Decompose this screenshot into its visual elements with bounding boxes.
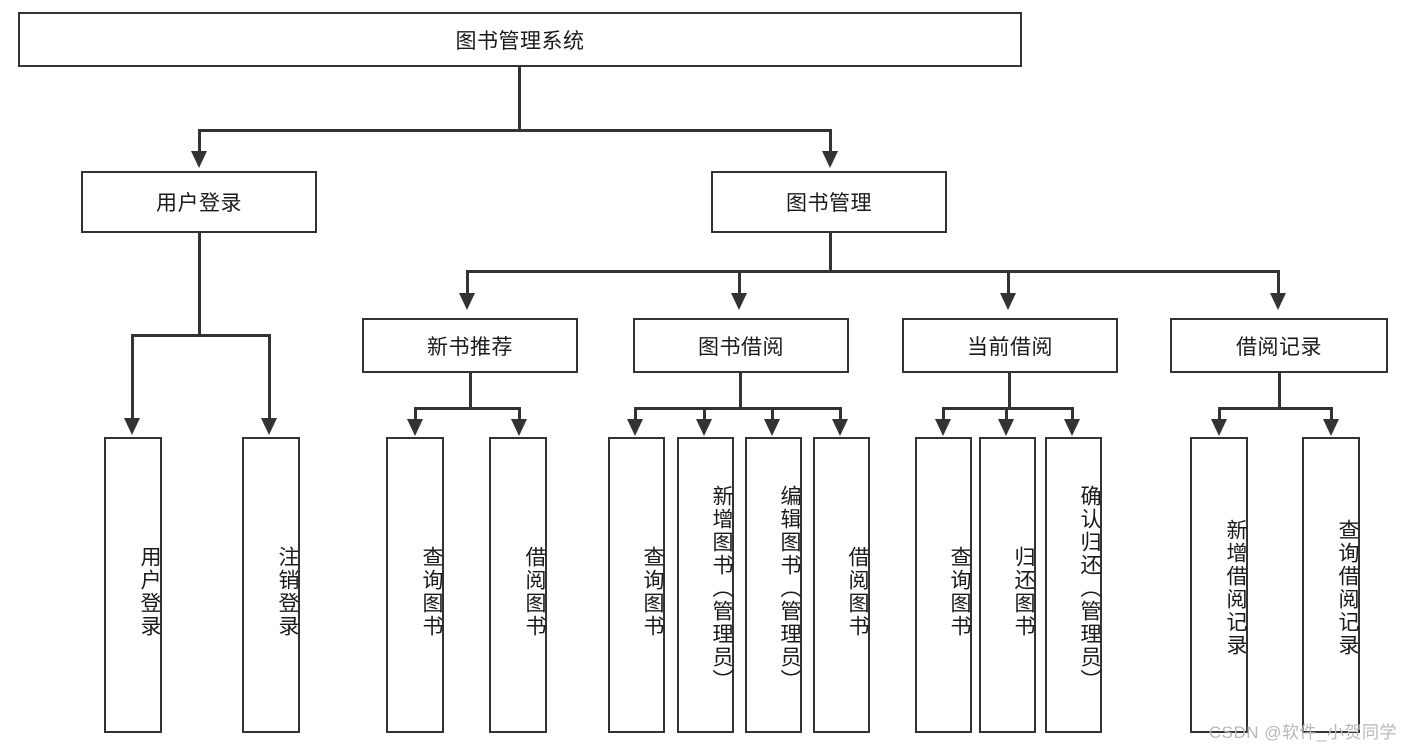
leaf-query-book-1[interactable]: 查询图书	[386, 437, 444, 733]
node-book-borrow[interactable]: 图书借阅	[633, 318, 849, 373]
connector-book-manage-bus	[466, 270, 1280, 273]
arrowhead-leaf-return-book	[998, 419, 1014, 436]
connector-bb-drop-2	[703, 407, 706, 420]
leaf-user-login-label: 用户登录	[138, 546, 161, 638]
leaf-add-record[interactable]: 新增借阅记录	[1190, 437, 1248, 733]
connector-bb-stem	[739, 373, 742, 407]
connector-br-stem	[1278, 373, 1281, 407]
node-new-book-recommend-label: 新书推荐	[427, 335, 513, 359]
arrowhead-leaf-query-book-1	[407, 419, 423, 436]
leaf-query-book-3-label: 查询图书	[948, 546, 971, 638]
arrowhead-leaf-logout	[261, 418, 277, 435]
leaf-query-record-label: 查询借阅记录	[1336, 519, 1359, 657]
arrowhead-leaf-user-login	[124, 418, 140, 435]
leaf-logout[interactable]: 注销登录	[242, 437, 300, 733]
connector-bm-drop-2	[738, 270, 741, 294]
connector-user-login-drop-2	[268, 334, 271, 419]
leaf-query-book-1-label: 查询图书	[420, 546, 443, 638]
leaf-confirm-return[interactable]: 确认归还（管理员）	[1045, 437, 1102, 733]
connector-book-manage-stem	[829, 233, 832, 270]
arrowhead-borrow-record	[1270, 293, 1286, 310]
node-root-system-label: 图书管理系统	[455, 29, 585, 53]
connector-root-to-book-manage	[829, 129, 832, 153]
leaf-borrow-book-2-label: 借阅图书	[846, 546, 869, 638]
connector-nbr-drop-2	[518, 407, 521, 420]
connector-cb-bus	[942, 407, 1074, 410]
node-new-book-recommend[interactable]: 新书推荐	[362, 318, 578, 373]
connector-bb-drop-3	[771, 407, 774, 420]
connector-br-drop-1	[1218, 407, 1221, 420]
arrowhead-leaf-borrow-book-1	[511, 419, 527, 436]
node-current-borrow[interactable]: 当前借阅	[902, 318, 1118, 373]
node-current-borrow-label: 当前借阅	[967, 335, 1053, 359]
leaf-add-book[interactable]: 新增图书（管理员）	[677, 437, 734, 733]
arrowhead-leaf-confirm-return	[1064, 419, 1080, 436]
connector-root-to-user-login	[198, 129, 201, 153]
node-user-login[interactable]: 用户登录	[81, 171, 317, 233]
leaf-query-book-3[interactable]: 查询图书	[915, 437, 972, 733]
connector-bb-drop-4	[839, 407, 842, 420]
connector-bm-drop-3	[1007, 270, 1010, 294]
leaf-logout-label: 注销登录	[276, 546, 299, 638]
connector-nbr-stem	[469, 373, 472, 407]
leaf-confirm-return-label: 确认归还（管理员）	[1078, 484, 1101, 692]
leaf-return-book[interactable]: 归还图书	[979, 437, 1036, 733]
connector-root-bus	[198, 129, 832, 132]
connector-nbr-bus	[414, 407, 521, 410]
arrowhead-leaf-query-book-3	[935, 419, 951, 436]
node-book-manage[interactable]: 图书管理	[711, 171, 947, 233]
connector-bb-bus	[634, 407, 842, 410]
arrowhead-book-borrow	[731, 293, 747, 310]
node-borrow-record[interactable]: 借阅记录	[1170, 318, 1388, 373]
leaf-borrow-book-1[interactable]: 借阅图书	[489, 437, 547, 733]
connector-user-login-stem	[198, 233, 201, 334]
arrowhead-leaf-query-book-2	[627, 419, 643, 436]
leaf-user-login[interactable]: 用户登录	[104, 437, 162, 733]
connector-nbr-drop-1	[414, 407, 417, 420]
arrowhead-leaf-edit-book	[764, 419, 780, 436]
connector-user-login-drop-1	[131, 334, 134, 419]
leaf-borrow-book-2[interactable]: 借阅图书	[813, 437, 870, 733]
leaf-edit-book-label: 编辑图书（管理员）	[778, 484, 801, 692]
connector-cb-drop-1	[942, 407, 945, 420]
leaf-borrow-book-1-label: 借阅图书	[523, 546, 546, 638]
connector-cb-drop-2	[1005, 407, 1008, 420]
leaf-return-book-label: 归还图书	[1012, 546, 1035, 638]
arrowhead-root-to-book-manage	[822, 151, 838, 168]
arrowhead-current-borrow	[1000, 293, 1016, 310]
connector-br-drop-2	[1330, 407, 1333, 420]
node-root-system[interactable]: 图书管理系统	[18, 12, 1022, 67]
arrowhead-leaf-borrow-book-2	[832, 419, 848, 436]
arrowhead-new-book-recommend	[459, 293, 475, 310]
leaf-edit-book[interactable]: 编辑图书（管理员）	[745, 437, 802, 733]
leaf-query-book-2-label: 查询图书	[641, 546, 664, 638]
connector-bm-drop-1	[466, 270, 469, 294]
node-borrow-record-label: 借阅记录	[1236, 335, 1322, 359]
connector-bb-drop-1	[634, 407, 637, 420]
connector-cb-drop-3	[1071, 407, 1074, 420]
node-user-login-label: 用户登录	[156, 192, 242, 215]
connector-root-stem-main	[518, 67, 521, 129]
connector-bm-drop-4	[1277, 270, 1280, 294]
leaf-query-book-2[interactable]: 查询图书	[608, 437, 665, 733]
node-book-borrow-label: 图书借阅	[698, 335, 784, 359]
node-book-manage-label: 图书管理	[786, 192, 872, 215]
connector-br-bus	[1218, 407, 1333, 410]
leaf-add-book-label: 新增图书（管理员）	[710, 484, 733, 692]
connector-cb-stem	[1008, 373, 1011, 407]
arrowhead-leaf-add-book	[696, 419, 712, 436]
arrowhead-leaf-add-record	[1211, 419, 1227, 436]
watermark-text: CSDN @软件_小贺同学	[1208, 723, 1397, 742]
leaf-query-record[interactable]: 查询借阅记录	[1302, 437, 1360, 733]
connector-user-login-bus	[131, 334, 270, 337]
leaf-add-record-label: 新增借阅记录	[1224, 519, 1247, 657]
arrowhead-leaf-query-record	[1323, 419, 1339, 436]
arrowhead-root-to-user-login	[191, 151, 207, 168]
